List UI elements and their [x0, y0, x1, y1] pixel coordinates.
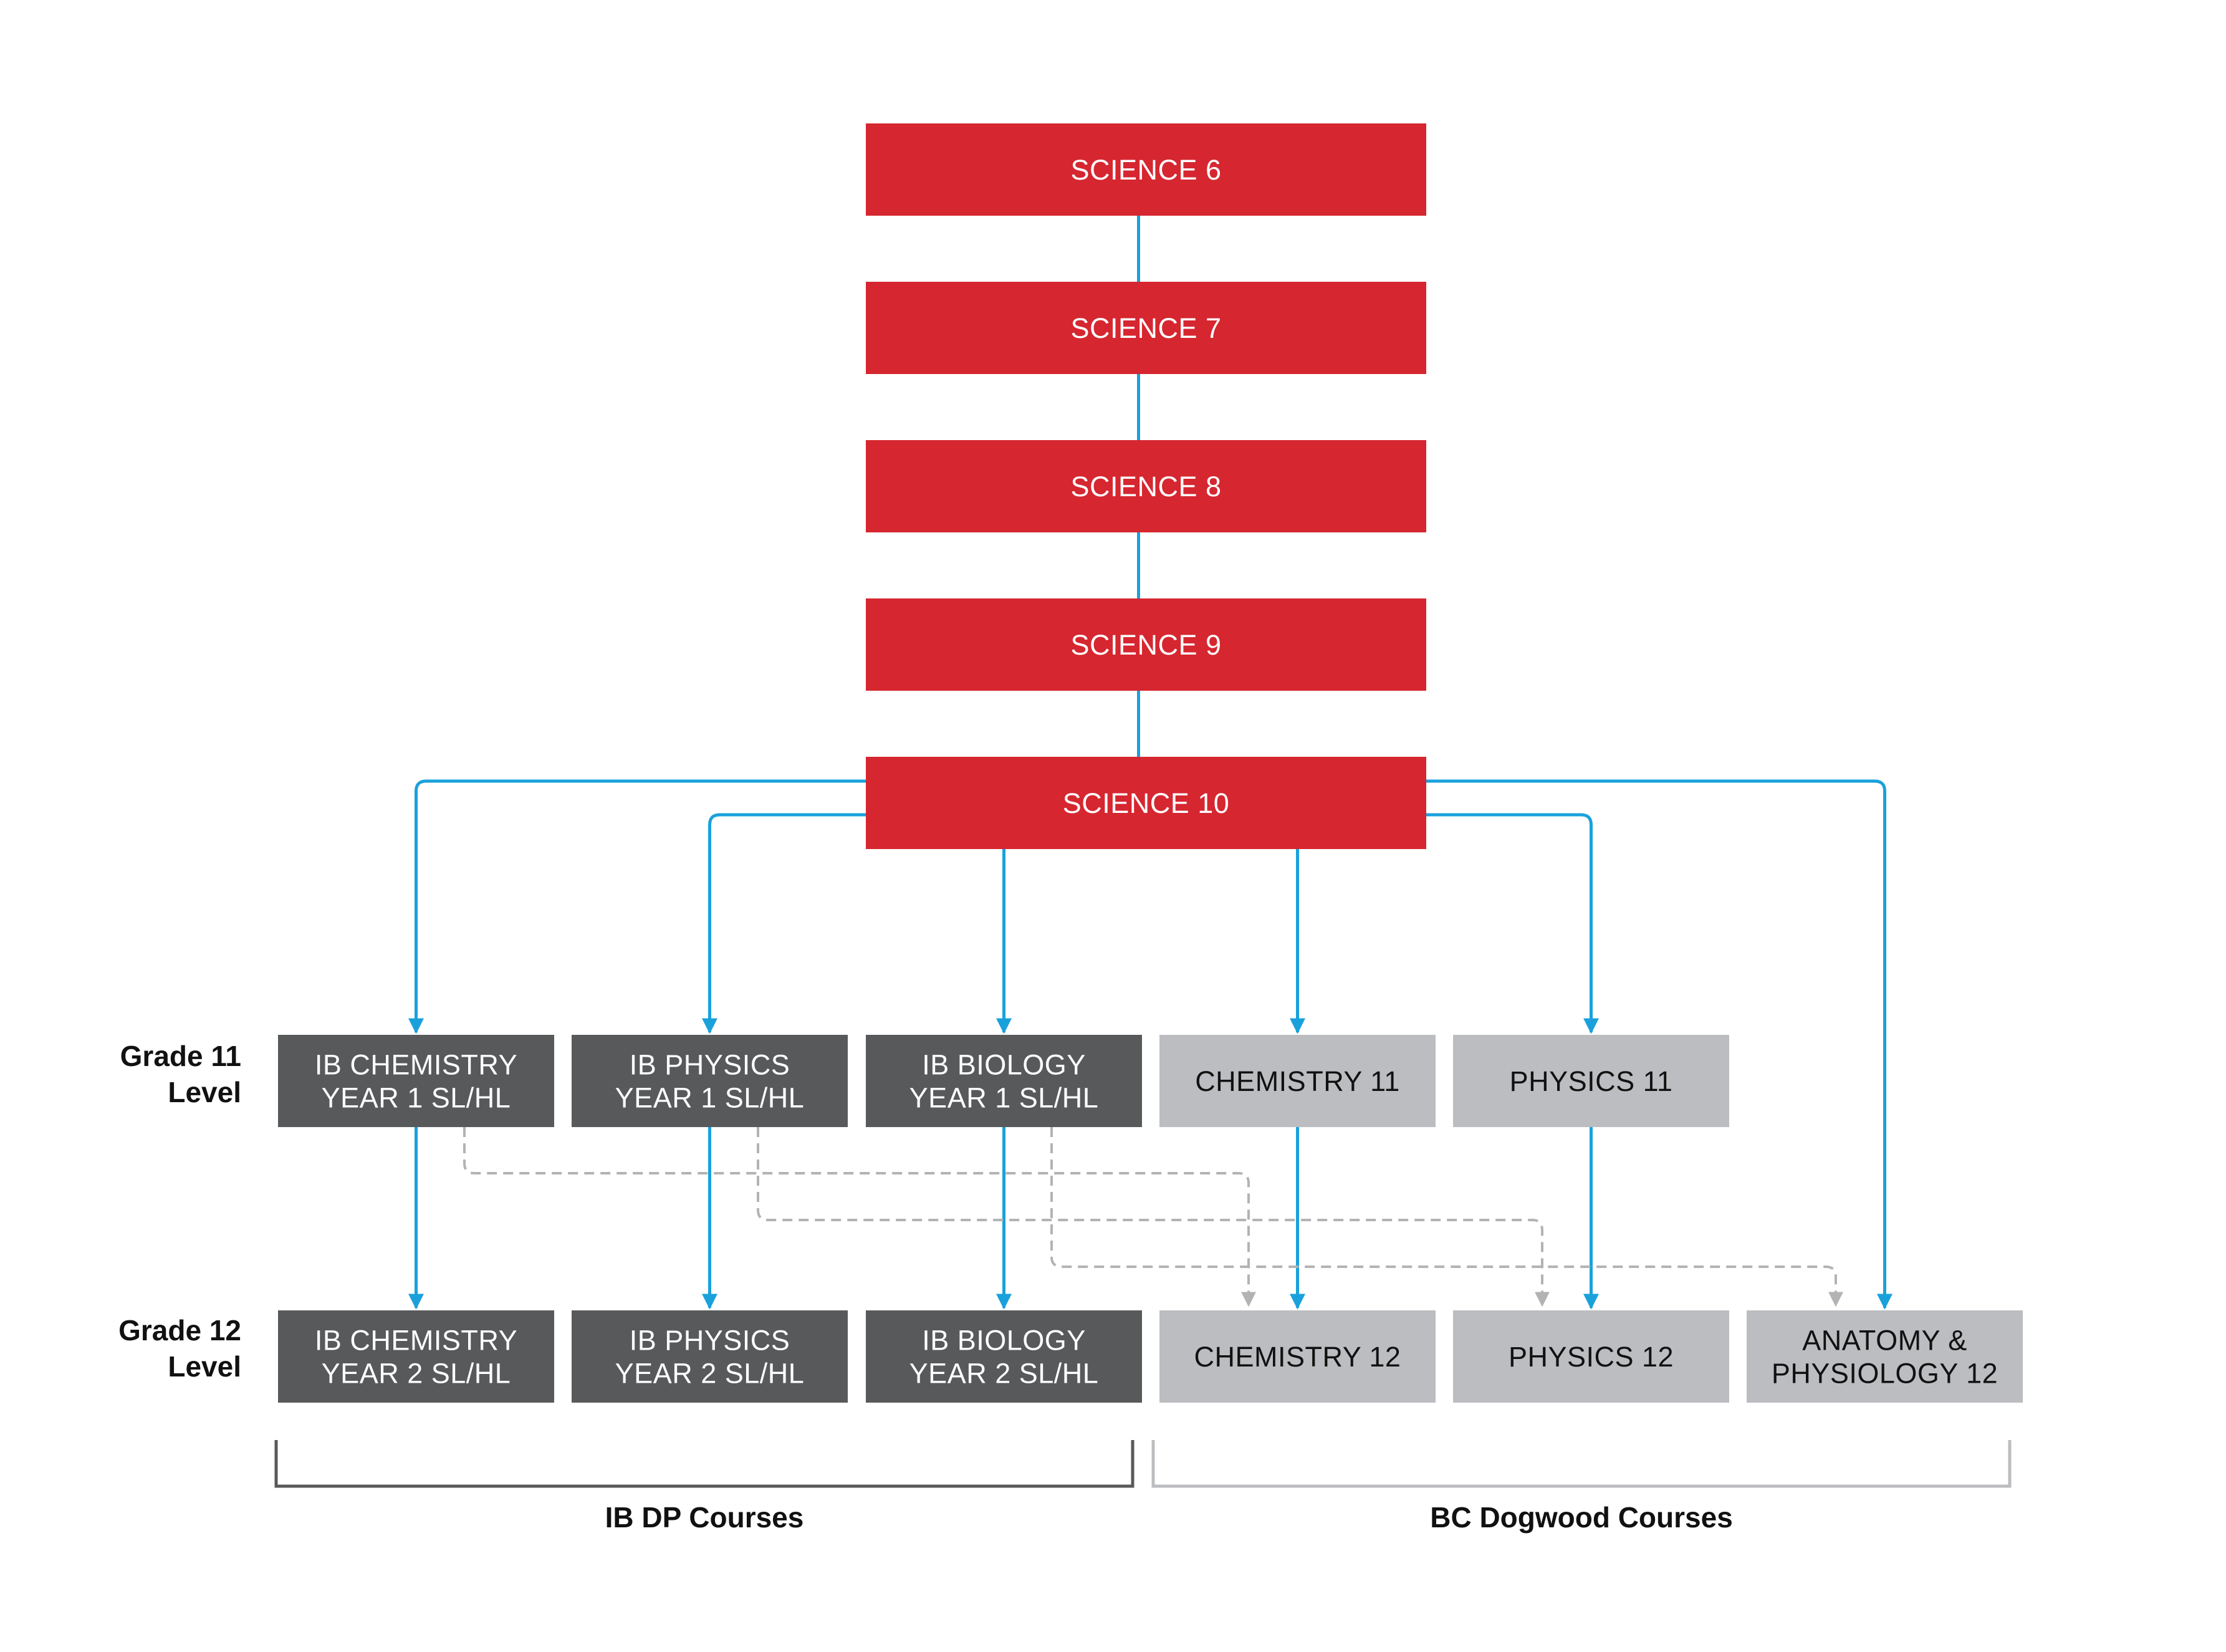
node-label-science6-line-0: SCIENCE 6 [1070, 154, 1221, 186]
node-science10: SCIENCE 10 [866, 757, 1426, 849]
group-label-bc: BC Dogwood Courses [1430, 1501, 1733, 1534]
node-phys12: PHYSICS 12 [1453, 1310, 1729, 1403]
level-label-grade11-line-1: Level [168, 1076, 241, 1108]
node-box-chem12 [1159, 1310, 1436, 1403]
node-science9: SCIENCE 9 [866, 598, 1426, 691]
edge-ib_chem1-to-chem12 [463, 1127, 1256, 1307]
node-box-anat12 [1747, 1310, 2023, 1403]
node-chem11: CHEMISTRY 11 [1159, 1035, 1436, 1127]
node-label-ib_bio2-line-0: IB BIOLOGY [922, 1325, 1086, 1357]
edge-ib_bio1-to-anat12 [1050, 1127, 1843, 1307]
node-label-ib_chem1-line-1: YEAR 1 SL/HL [322, 1082, 511, 1114]
edge-science10-to-anat12 [1426, 779, 1893, 1310]
node-label-phys12-line-0: PHYSICS 12 [1509, 1341, 1674, 1373]
node-box-science8 [866, 440, 1426, 532]
edge-science10-to-ib_chem1 [408, 779, 866, 1034]
level-label-grade11: Grade 11 Level [120, 1040, 241, 1108]
node-anat12: ANATOMY &PHYSIOLOGY 12 [1747, 1310, 2023, 1403]
group-bracket-bc [1151, 1440, 2012, 1488]
group-bc: BC Dogwood Courses [1151, 1440, 2012, 1534]
node-box-science9 [866, 598, 1426, 691]
node-label-ib_chem2-line-1: YEAR 2 SL/HL [322, 1358, 511, 1390]
node-science8: SCIENCE 8 [866, 440, 1426, 532]
node-box-chem11 [1159, 1035, 1436, 1127]
node-label-chem11-line-0: CHEMISTRY 11 [1195, 1065, 1400, 1097]
edge-ib_phys1-to-phys12 [757, 1127, 1550, 1307]
node-chem12: CHEMISTRY 12 [1159, 1310, 1436, 1403]
edge-science10-to-phys11 [1426, 813, 1599, 1034]
node-label-ib_phys2-line-1: YEAR 2 SL/HL [615, 1358, 805, 1390]
node-box-phys12 [1453, 1310, 1729, 1403]
node-label-anat12-line-1: PHYSIOLOGY 12 [1772, 1358, 1998, 1390]
node-science6: SCIENCE 6 [866, 123, 1426, 216]
node-box-ib_chem1 [278, 1035, 554, 1127]
level-label-grade11-line-0: Grade 11 [120, 1040, 241, 1072]
node-box-ib_phys1 [572, 1035, 848, 1127]
node-box-science7 [866, 282, 1426, 374]
node-label-ib_bio1-line-1: YEAR 1 SL/HL [909, 1082, 1099, 1114]
node-label-phys11-line-0: PHYSICS 11 [1510, 1065, 1673, 1097]
node-label-ib_chem1-line-0: IB CHEMISTRY [315, 1049, 517, 1081]
node-box-science6 [866, 123, 1426, 216]
node-box-science10 [866, 757, 1426, 849]
level-label-grade12-line-0: Grade 12 [118, 1314, 241, 1347]
group-bracket-ib [274, 1440, 1135, 1488]
node-label-chem12-line-0: CHEMISTRY 12 [1194, 1341, 1401, 1373]
group-label-ib: IB DP Courses [605, 1501, 804, 1534]
node-label-science10-line-0: SCIENCE 10 [1063, 787, 1230, 819]
group-ib: IB DP Courses [274, 1440, 1135, 1534]
node-label-anat12-line-0: ANATOMY & [1802, 1325, 1967, 1357]
node-box-phys11 [1453, 1035, 1729, 1127]
node-box-ib_bio1 [866, 1035, 1142, 1127]
level-label-grade12-line-1: Level [168, 1350, 241, 1383]
node-label-ib_phys1-line-0: IB PHYSICS [630, 1049, 790, 1081]
node-label-science8-line-0: SCIENCE 8 [1070, 471, 1221, 502]
edge-science10-to-ib_phys1 [702, 813, 866, 1034]
node-box-ib_chem2 [278, 1310, 554, 1403]
node-label-ib_phys2-line-0: IB PHYSICS [630, 1325, 790, 1357]
node-label-ib_phys1-line-1: YEAR 1 SL/HL [615, 1082, 805, 1114]
node-science7: SCIENCE 7 [866, 282, 1426, 374]
node-label-science9-line-0: SCIENCE 9 [1070, 629, 1221, 661]
node-box-ib_phys2 [572, 1310, 848, 1403]
node-box-ib_bio2 [866, 1310, 1142, 1403]
node-label-ib_chem2-line-0: IB CHEMISTRY [315, 1325, 517, 1357]
node-label-science7-line-0: SCIENCE 7 [1070, 312, 1221, 344]
node-phys11: PHYSICS 11 [1453, 1035, 1729, 1127]
node-label-ib_bio1-line-0: IB BIOLOGY [922, 1049, 1086, 1081]
node-label-ib_bio2-line-1: YEAR 2 SL/HL [909, 1358, 1099, 1390]
